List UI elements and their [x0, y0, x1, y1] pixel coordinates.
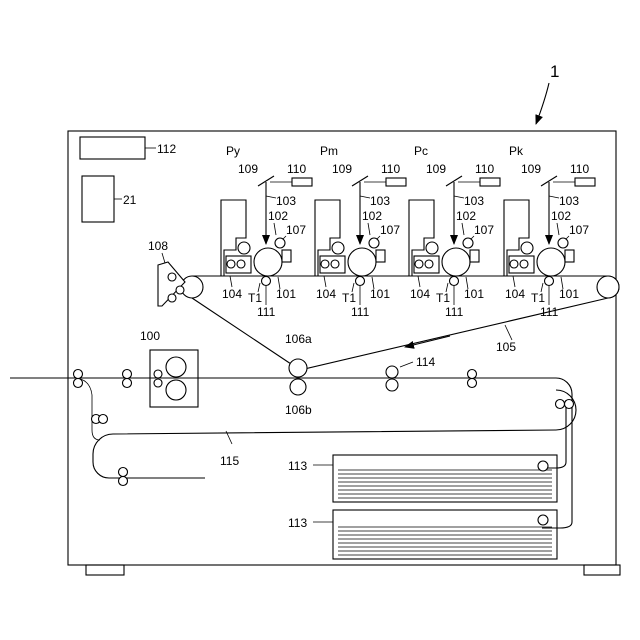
primary-label: 111	[540, 305, 559, 319]
station-pk: Pk 109 110 103102107 104 T1 101111	[504, 144, 595, 319]
mirror-label: 109	[521, 162, 541, 176]
charging-roller	[463, 238, 473, 248]
station-name-label: Pm	[320, 144, 338, 158]
charger-label: 102	[456, 209, 476, 223]
developer-label: 107	[474, 223, 494, 237]
cleaning-label: 101	[464, 287, 484, 301]
secondary-roller-lower	[290, 379, 306, 395]
cleaning-blade	[565, 250, 574, 262]
laser-label: 110	[381, 162, 400, 176]
station-pc: Pc 109 110 103102107 104 T1 101111	[409, 144, 500, 319]
mirror-label: 109	[332, 162, 352, 176]
laser-label: 110	[287, 162, 306, 176]
transfer-label: T1	[342, 291, 356, 305]
primary-transfer-roller	[356, 277, 365, 286]
photosensitive-drum	[442, 248, 470, 276]
tray-lower-label: 113	[288, 516, 307, 530]
charger-label: 102	[551, 209, 571, 223]
left-foot	[86, 565, 124, 575]
paper-rollers	[74, 370, 574, 486]
right-foot	[584, 565, 620, 575]
cleaning-blade	[376, 250, 385, 262]
tray-upper-label: 113	[288, 459, 307, 473]
charging-roller	[275, 238, 285, 248]
charging-roller	[558, 238, 568, 248]
storage-label: 21	[123, 193, 137, 207]
primary-label: 111	[351, 305, 370, 319]
transfer-label: T1	[436, 291, 450, 305]
belt-label: 105	[496, 340, 516, 354]
primary-label: 111	[445, 305, 464, 319]
fixing-label: 100	[140, 329, 160, 343]
cartridge-label: 104	[505, 287, 525, 301]
mirror-label: 109	[238, 162, 258, 176]
registration-label: 114	[416, 355, 435, 369]
station-name-label: Py	[226, 144, 240, 158]
imaging-stations: Py109110103102107104T1101111Pm1091101031…	[221, 144, 595, 319]
cleaning-blade	[470, 250, 479, 262]
primary-transfer-roller	[262, 277, 271, 286]
cleaning-label: 101	[276, 287, 296, 301]
station-py: Py 109 110 103102107 104 T1 101111	[221, 144, 312, 319]
duplex-path	[93, 390, 576, 478]
beam-label: 103	[276, 194, 296, 208]
feed-path-upper	[542, 400, 566, 468]
registration-roller-lower	[386, 379, 398, 391]
paper-tray-upper	[313, 455, 557, 502]
developer-label: 107	[380, 223, 400, 237]
photosensitive-drum	[537, 248, 565, 276]
registration-roller-upper	[386, 366, 398, 378]
station-name-label: Pc	[414, 144, 428, 158]
controller-label: 112	[157, 142, 176, 156]
device-arrow	[536, 83, 549, 124]
cartridge-label: 104	[316, 287, 336, 301]
mirror-label: 109	[426, 162, 446, 176]
cleaning-label: 101	[559, 287, 579, 301]
developer-label: 107	[569, 223, 589, 237]
beam-label: 103	[464, 194, 484, 208]
device-label: 1	[550, 62, 559, 81]
charger-label: 102	[268, 209, 288, 223]
primary-transfer-roller	[450, 277, 459, 286]
charging-roller	[369, 238, 379, 248]
transfer-label: T1	[531, 291, 545, 305]
belt-roller-left	[181, 276, 203, 298]
station-name-label: Pk	[509, 144, 524, 158]
cartridge-label: 104	[410, 287, 430, 301]
cleaner-label: 108	[148, 239, 168, 253]
primary-label: 111	[257, 305, 276, 319]
storage-box	[82, 176, 114, 222]
photosensitive-drum	[254, 248, 282, 276]
charger-label: 102	[362, 209, 382, 223]
transfer-label: T1	[248, 291, 262, 305]
cleaning-blade	[282, 250, 291, 262]
secondary-roller-upper	[289, 359, 307, 377]
duplex-label: 115	[220, 454, 239, 468]
laser-unit	[480, 178, 500, 186]
belt-direction-arrow	[405, 336, 450, 347]
laser-label: 110	[570, 162, 589, 176]
laser-unit	[386, 178, 406, 186]
photosensitive-drum	[348, 248, 376, 276]
secondary-upper-label: 106a	[285, 332, 312, 346]
cleaning-label: 101	[370, 287, 390, 301]
beam-label: 103	[559, 194, 579, 208]
paper-tray-lower	[313, 510, 557, 559]
belt-roller-right	[597, 276, 619, 298]
laser-unit	[575, 178, 595, 186]
station-pm: Pm 109 110 103102107 104 T1 101111	[315, 144, 406, 319]
controller-box	[80, 137, 145, 159]
beam-label: 103	[370, 194, 390, 208]
laser-unit	[292, 178, 312, 186]
housing-frame	[68, 131, 616, 565]
primary-transfer-roller	[545, 277, 554, 286]
cartridge-label: 104	[222, 287, 242, 301]
laser-label: 110	[475, 162, 494, 176]
secondary-lower-label: 106b	[285, 403, 312, 417]
developer-label: 107	[286, 223, 306, 237]
